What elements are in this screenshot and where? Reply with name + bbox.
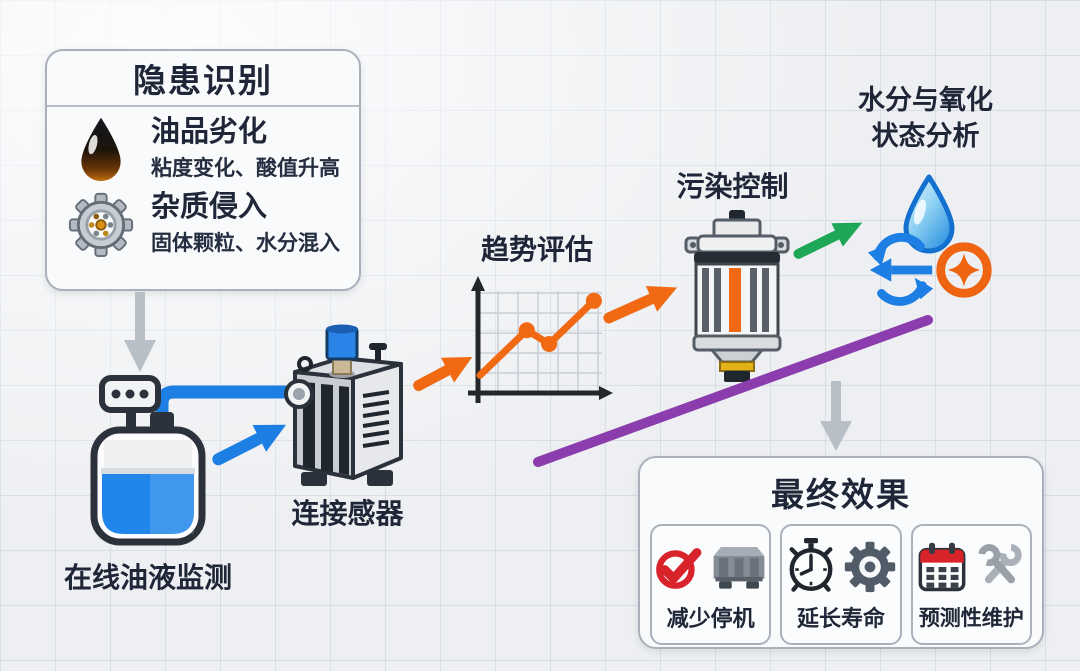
gear-icon — [845, 541, 896, 592]
result-card-predictive: 预测性维护 — [910, 524, 1032, 645]
crossed-wrenches-icon — [978, 543, 1022, 583]
hazard-item-subtitle: 粘度变化、酸值升高 — [151, 156, 340, 180]
blue-arrow-icon — [212, 424, 287, 466]
machine-icon — [713, 546, 765, 589]
hazard-item-title: 油品劣化 — [151, 116, 268, 149]
result-card-downtime: 减少停机 — [650, 524, 772, 645]
trend-chart — [468, 276, 613, 403]
result-card-label: 减少停机 — [666, 605, 755, 631]
hazard-row-impurity-text: 杂质侵入 固体颗粒、水分混入 — [151, 191, 340, 256]
analysis-label: 水分与氧化 状态分析 — [838, 82, 1013, 155]
hazard-panel: 隐患识别 油品劣 — [45, 49, 361, 291]
sensor-label: 连接感器 — [291, 498, 404, 529]
hazard-panel-title: 隐患识别 — [133, 62, 273, 99]
purple-trend-line — [533, 315, 933, 467]
hazard-row-oil: 油品劣化 粘度变化、酸值升高 — [65, 115, 345, 183]
analysis-label-line2: 状态分析 — [871, 121, 980, 152]
oil-tank-icon — [90, 375, 206, 546]
hazard-rows: 油品劣化 粘度变化、酸值升高 — [47, 107, 359, 265]
results-panel: 最终效果 — [638, 456, 1044, 649]
result-card-label: 预测性维护 — [918, 606, 1024, 630]
trend-label: 趋势评估 — [480, 234, 593, 265]
hazard-row-oil-text: 油品劣化 粘度变化、酸值升高 — [151, 116, 340, 181]
down-arrow-icon — [124, 292, 156, 372]
result-card-icons — [653, 537, 768, 595]
flow-sync-icon — [867, 233, 934, 306]
green-arrow-icon — [793, 222, 863, 259]
stopwatch-icon — [790, 537, 833, 592]
result-card-icons — [784, 537, 897, 595]
tank-label: 在线油液监测 — [63, 562, 232, 593]
calendar-icon — [918, 542, 966, 591]
check-circle-icon — [656, 547, 702, 589]
result-card-lifespan: 延长寿命 — [780, 524, 902, 645]
oil-drop-icon — [65, 115, 137, 183]
result-card-label: 延长寿命 — [796, 605, 885, 631]
analysis-label-line1: 水分与氧化 — [858, 85, 993, 115]
trend-line-group — [476, 292, 602, 379]
results-cards: 减少停机 — [640, 516, 1042, 645]
filter-label: 污染控制 — [676, 171, 789, 202]
down-arrow-icon — [820, 381, 852, 451]
hazard-item-title: 杂质侵入 — [151, 191, 268, 224]
hazard-item-subtitle: 固体颗粒、水分混入 — [151, 231, 340, 255]
water-drop-icon — [903, 174, 955, 254]
orange-arrow-icon — [413, 357, 473, 392]
hazard-row-impurity: 杂质侵入 固体颗粒、水分混入 — [65, 189, 345, 259]
hazard-panel-header: 隐患识别 — [47, 51, 359, 107]
sparkle-ring-icon — [936, 242, 992, 298]
sensor-unit-icon — [284, 324, 403, 486]
results-panel-title: 最终效果 — [771, 476, 911, 513]
gear-icon — [65, 189, 137, 259]
results-panel-header: 最终效果 — [640, 458, 1042, 516]
orange-arrow-icon — [603, 286, 678, 324]
filter-icon — [684, 210, 790, 382]
pipe-icon — [155, 385, 320, 422]
result-card-icons — [916, 538, 1027, 596]
